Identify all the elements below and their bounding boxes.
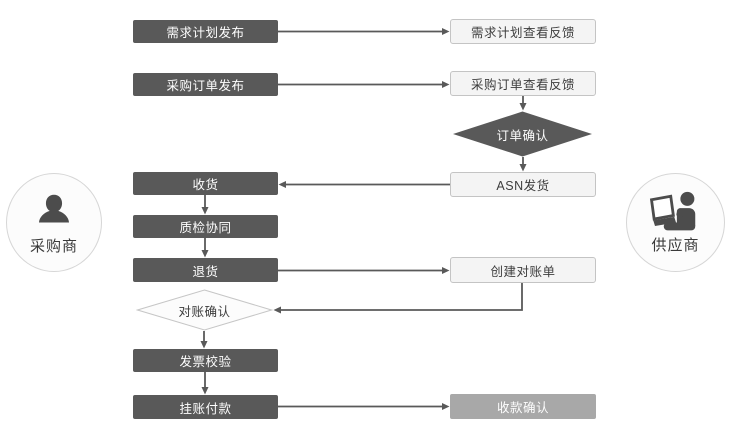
- node-quality-collab: 质检协同: [133, 215, 278, 238]
- node-invoice-check: 发票校验: [133, 349, 278, 372]
- node-po-feedback: 采购订单查看反馈: [450, 71, 596, 96]
- person-laptop-icon: [648, 191, 704, 233]
- connector-statement-to-confirm: [273, 283, 523, 314]
- actor-buyer-label: 采购商: [29, 237, 78, 255]
- node-order-confirm: 订单确认: [452, 111, 593, 157]
- node-po-publish: 采购订单发布: [133, 73, 278, 96]
- node-create-statement: 创建对账单: [450, 257, 596, 283]
- node-statement-confirm-label: 对账确认: [178, 304, 231, 319]
- node-asn-ship: ASN发货: [450, 172, 596, 197]
- node-statement-confirm: 对账确认: [136, 289, 273, 331]
- node-order-confirm-label: 订单确认: [496, 128, 549, 143]
- node-receipt-confirm: 收款确认: [450, 394, 596, 419]
- person-icon: [32, 190, 76, 234]
- node-receive: 收货: [133, 172, 278, 195]
- node-demand-plan-publish: 需求计划发布: [133, 20, 278, 43]
- diamond-shape-light: [136, 289, 273, 331]
- node-demand-plan-feedback: 需求计划查看反馈: [450, 19, 596, 44]
- diamond-shape-dark: [453, 111, 592, 157]
- actor-buyer: 采购商: [6, 173, 102, 272]
- actor-supplier-label: 供应商: [651, 236, 700, 254]
- node-return-goods: 退货: [133, 258, 278, 282]
- node-payment: 挂账付款: [133, 395, 278, 419]
- actor-supplier: 供应商: [626, 173, 725, 272]
